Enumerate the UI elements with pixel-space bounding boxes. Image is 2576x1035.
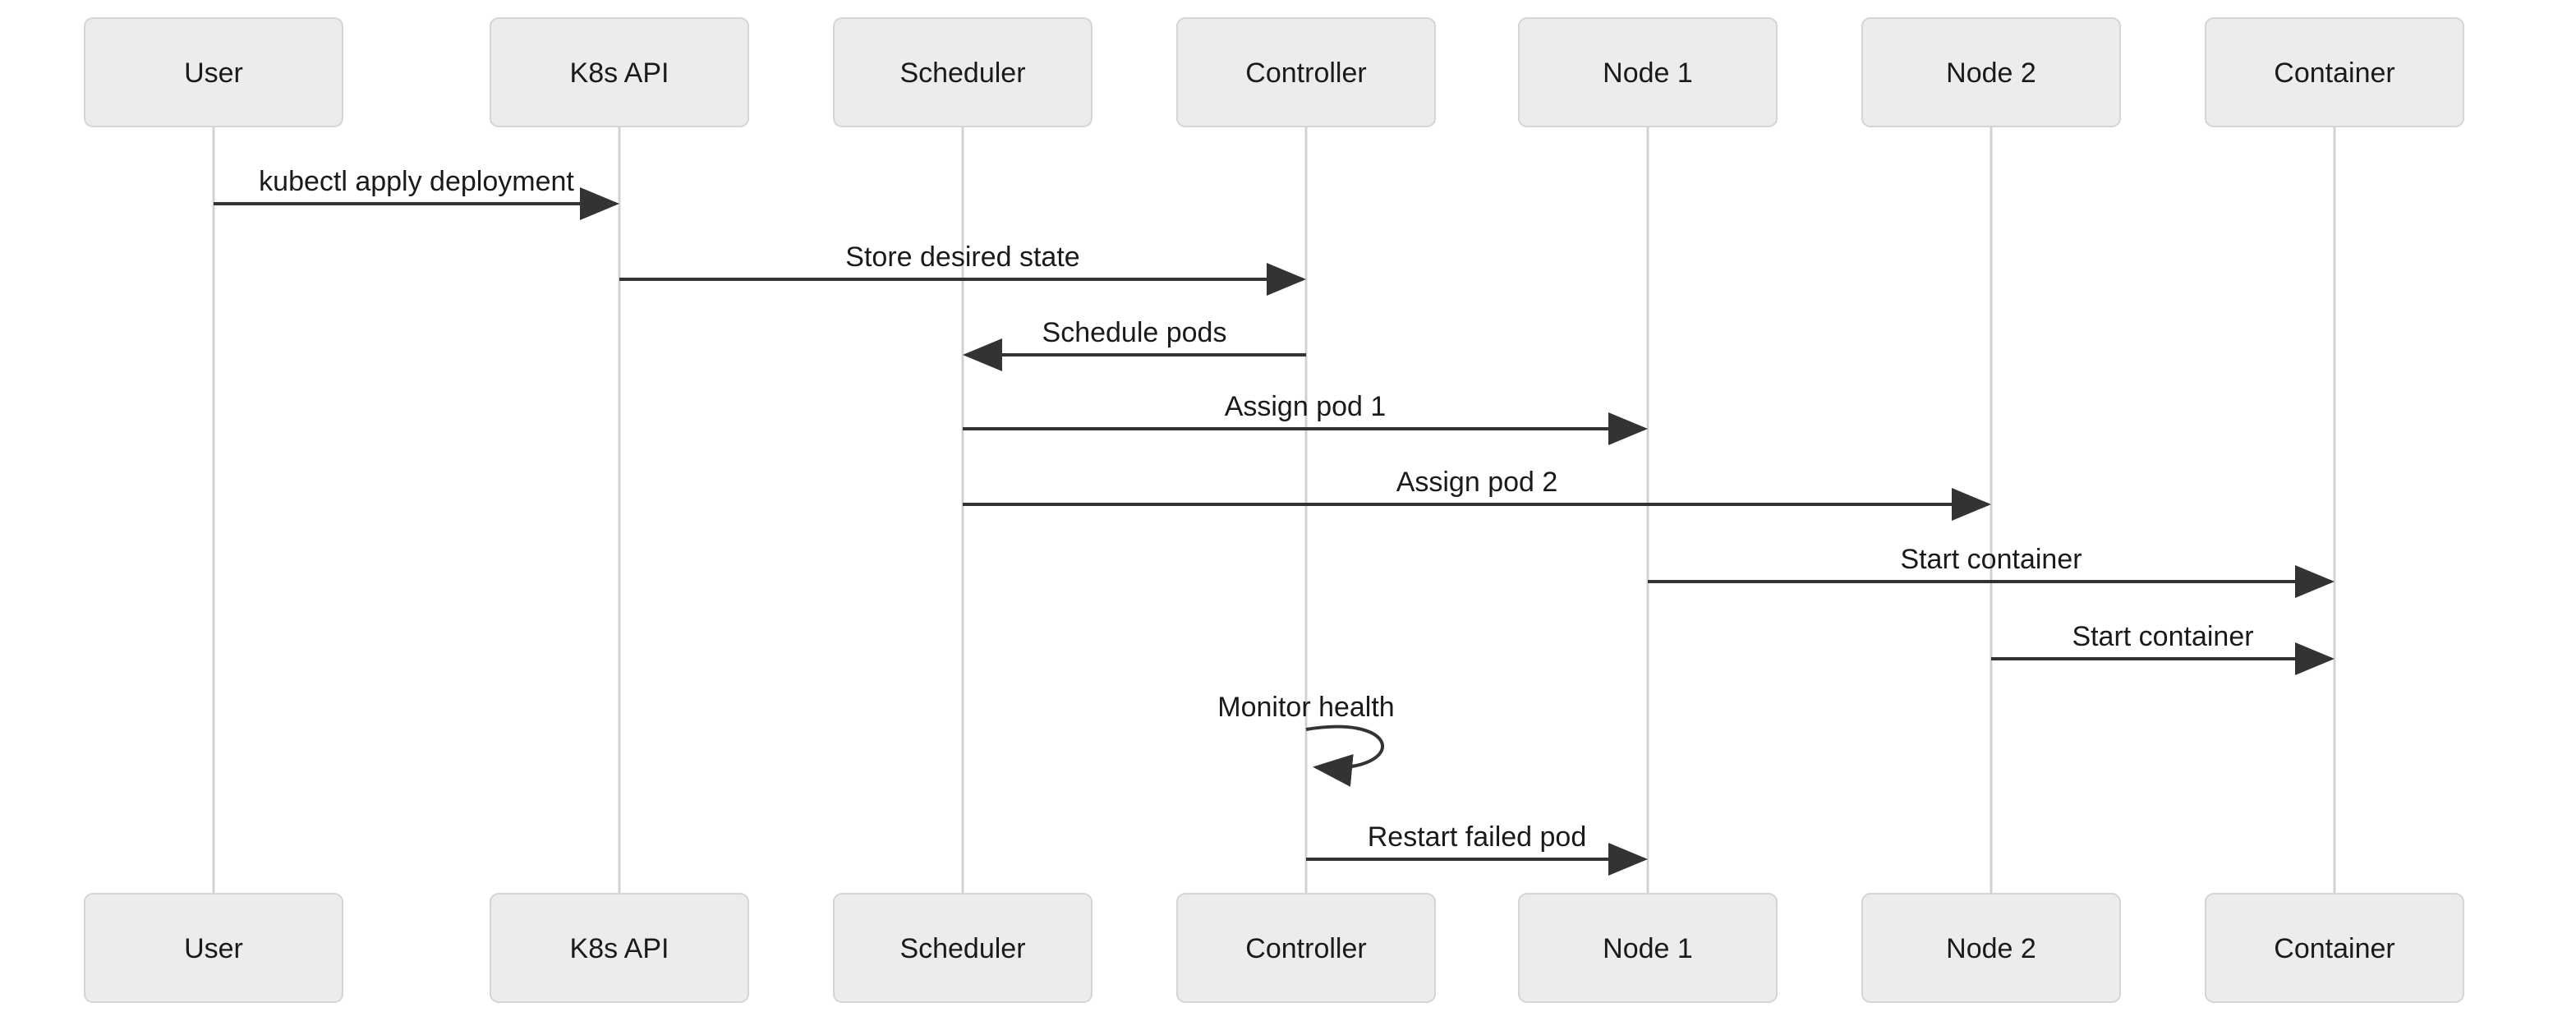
- actor-bottom-user: User: [84, 893, 343, 1003]
- actor-box: [833, 893, 1092, 1003]
- actor-top-scheduler: Scheduler: [833, 17, 1092, 127]
- actor-label: User: [184, 933, 243, 964]
- actor-box: [2205, 17, 2464, 127]
- actor-top-node-1: Node 1: [1518, 17, 1778, 127]
- actor-top-user: User: [84, 17, 343, 127]
- actor-row-bottom: User K8s API Scheduler Controller Node 1…: [84, 893, 2464, 1003]
- actor-label: K8s API: [570, 58, 669, 89]
- message-start-container-node-1: Start container: [1648, 544, 2334, 598]
- actor-bottom-container: Container: [2205, 893, 2464, 1003]
- message-monitor-health-self-loop: Monitor health: [1217, 692, 1395, 787]
- message-label: Monitor health: [1217, 692, 1394, 723]
- actor-box: [84, 17, 343, 127]
- message-label: Start container: [1900, 544, 2082, 575]
- actor-box: [84, 893, 343, 1003]
- actor-label: Scheduler: [899, 933, 1025, 964]
- actor-label: User: [184, 58, 243, 89]
- actor-label: Controller: [1245, 58, 1366, 89]
- actor-box: [833, 17, 1092, 127]
- actor-top-container: Container: [2205, 17, 2464, 127]
- message-kubectl-apply-deployment: kubectl apply deployment: [214, 166, 619, 220]
- actor-label: Node 1: [1603, 58, 1693, 89]
- message-start-container-node-2: Start container: [1991, 621, 2334, 675]
- actor-box: [1176, 17, 1436, 127]
- actor-bottom-k8s-api: K8s API: [490, 893, 749, 1003]
- message-assign-pod-1: Assign pod 1: [963, 391, 1648, 445]
- actor-label: K8s API: [570, 933, 669, 964]
- actor-label: Container: [2274, 933, 2394, 964]
- message-label: Assign pod 2: [1396, 467, 1558, 498]
- message-label: Start container: [2072, 621, 2253, 652]
- actor-label: Scheduler: [899, 58, 1025, 89]
- actor-box: [490, 893, 749, 1003]
- message-schedule-pods: Schedule pods: [963, 317, 1306, 371]
- actor-top-controller: Controller: [1176, 17, 1436, 127]
- actor-box: [2205, 893, 2464, 1003]
- actor-label: Node 2: [1946, 58, 2036, 89]
- actor-bottom-node-1: Node 1: [1518, 893, 1778, 1003]
- lifelines: [212, 126, 2336, 894]
- actor-row-top: User K8s API Scheduler Controller Node 1…: [84, 17, 2464, 127]
- self-loop-arrow: [1305, 724, 1384, 787]
- actor-box: [1861, 17, 2121, 127]
- actor-label: Node 2: [1946, 933, 2036, 964]
- actor-bottom-scheduler: Scheduler: [833, 893, 1092, 1003]
- message-label: Store desired state: [845, 242, 1079, 273]
- actor-bottom-controller: Controller: [1176, 893, 1436, 1003]
- actor-box: [1518, 893, 1778, 1003]
- actor-bottom-node-2: Node 2: [1861, 893, 2121, 1003]
- actor-top-node-2: Node 2: [1861, 17, 2121, 127]
- actor-box: [1176, 893, 1436, 1003]
- message-label: kubectl apply deployment: [259, 166, 574, 197]
- message-store-desired-state: Store desired state: [619, 242, 1306, 296]
- actor-top-k8s-api: K8s API: [490, 17, 749, 127]
- messages: kubectl apply deployment Store desired s…: [214, 166, 2334, 876]
- actor-box: [490, 17, 749, 127]
- message-label: Assign pod 1: [1225, 391, 1387, 422]
- actor-box: [1861, 893, 2121, 1003]
- actor-label: Container: [2274, 58, 2394, 89]
- message-label: Schedule pods: [1042, 317, 1227, 348]
- actor-label: Controller: [1245, 933, 1366, 964]
- actor-box: [1518, 17, 1778, 127]
- actor-label: Node 1: [1603, 933, 1693, 964]
- message-assign-pod-2: Assign pod 2: [963, 467, 1991, 521]
- message-restart-failed-pod: Restart failed pod: [1306, 821, 1648, 876]
- message-label: Restart failed pod: [1368, 821, 1587, 853]
